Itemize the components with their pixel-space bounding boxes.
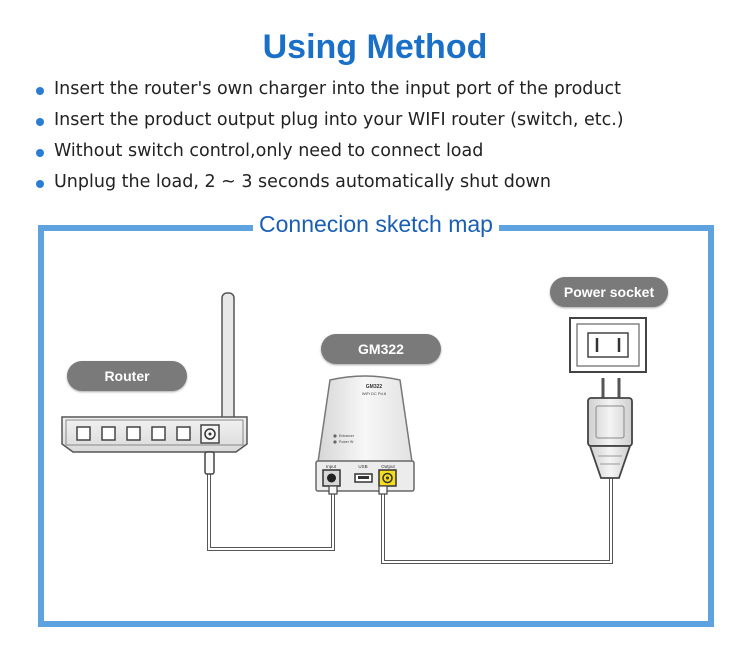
instruction-item: Insert the product output plug into your… <box>36 105 624 136</box>
router-icon <box>61 292 248 475</box>
instruction-item: Unplug the load, 2 ~ 3 seconds automatic… <box>36 167 624 198</box>
power-plug-icon <box>587 378 633 479</box>
port-input-label: Input <box>326 464 337 469</box>
gm322-device-icon: GM322 WiFi DC Pd.8 Enhancer Power IN Inp… <box>315 375 415 495</box>
device-label: GM322 <box>321 334 441 364</box>
power-socket-label: Power socket <box>550 277 668 307</box>
bullet-icon <box>36 180 44 188</box>
instruction-item: Insert the router's own charger into the… <box>36 74 624 105</box>
power-socket-icon <box>569 317 647 373</box>
bullet-icon <box>36 149 44 157</box>
cable-router-to-input <box>207 474 335 551</box>
bullet-icon <box>36 118 44 126</box>
page-title: Using Method <box>262 28 488 66</box>
instruction-text: Insert the router's own charger into the… <box>54 79 621 99</box>
indicator-2-text: Power IN <box>339 440 354 444</box>
instruction-text: Insert the product output plug into your… <box>54 110 624 130</box>
port-output-label: Output <box>381 464 395 469</box>
port-usb-label: USB <box>358 464 367 469</box>
indicator-1-text: Enhancer <box>339 434 355 438</box>
device-subtitle-text: WiFi DC Pd.8 <box>362 391 387 396</box>
device-model-text: GM322 <box>366 384 383 390</box>
instruction-list: Insert the router's own charger into the… <box>36 74 624 198</box>
sketch-title: Connecion sketch map <box>253 210 499 238</box>
bullet-icon <box>36 87 44 95</box>
instruction-text: Without switch control,only need to conn… <box>54 141 484 161</box>
cable-output-to-plug <box>381 478 613 564</box>
router-label: Router <box>67 361 187 391</box>
instruction-text: Unplug the load, 2 ~ 3 seconds automatic… <box>54 172 551 192</box>
instruction-item: Without switch control,only need to conn… <box>36 136 624 167</box>
